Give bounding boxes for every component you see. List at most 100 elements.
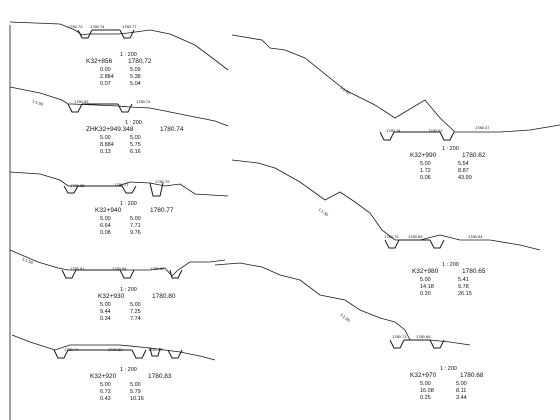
- ground-profile: [11, 334, 216, 361]
- value-a: 5.00: [100, 216, 111, 222]
- elevation-label: 1780.83: [108, 347, 123, 352]
- cross-section-7: 1:1.50 1780.72 1780.69 1780.54: [231, 159, 541, 251]
- value-b: 26.15: [458, 291, 472, 297]
- value-a: 0.07: [100, 81, 111, 87]
- value-b: 5.00: [456, 381, 467, 387]
- value-a: 9.44: [100, 309, 111, 315]
- road-surface: [63, 182, 164, 197]
- station-label: K32+970: [410, 372, 437, 379]
- value-a: 6.72: [100, 389, 111, 395]
- road-surface: [61, 269, 183, 279]
- value-b: 5.41: [458, 277, 469, 283]
- slope-label: 1:1.50: [339, 312, 351, 323]
- scale-label: 1 : 200: [120, 201, 137, 207]
- cross-section-1: 1780.72 1780.74 1780.77: [9, 21, 229, 71]
- value-a: 0.00: [100, 67, 111, 73]
- value-b: 5.38: [130, 74, 141, 80]
- station-label: K32+940: [95, 207, 122, 214]
- value-a: 14.18: [420, 284, 434, 290]
- ground-profile: [9, 249, 226, 277]
- ground-profile: [231, 34, 560, 133]
- scale-label: 1 : 200: [442, 146, 459, 152]
- cross-section-4: 1:1.50 1780.81 1780.84 1780.82: [9, 249, 226, 279]
- station-info-block: K32+970 1 : 200 1780.68 5.00 5.00 16.08 …: [410, 366, 484, 401]
- value-a: 5.00: [100, 135, 111, 141]
- value-a: 0.06: [420, 175, 431, 181]
- value-b: 3.44: [456, 395, 467, 401]
- elevation-label: 1780.72: [384, 234, 399, 239]
- ground-profile: [9, 21, 229, 71]
- elevation-label: 1780.77: [122, 24, 137, 29]
- design-elevation: 1780.83: [148, 373, 172, 380]
- elevation-label: 1780.74: [90, 24, 105, 29]
- value-a: 0.43: [100, 396, 111, 402]
- value-b: 8.87: [458, 168, 469, 174]
- design-elevation: 1780.80: [152, 293, 176, 300]
- station-label: K32+980: [412, 268, 439, 275]
- scale-label: 1 : 200: [120, 52, 137, 58]
- elevation-label: 1780.72: [68, 24, 83, 29]
- station-label: K32+990: [410, 152, 437, 159]
- elevation-label: 1780.82: [150, 266, 165, 271]
- design-elevation: 1780.68: [460, 372, 484, 379]
- value-b: 8.11: [456, 388, 466, 394]
- value-a: 1.72: [420, 168, 431, 174]
- value-a: 0.34: [100, 316, 111, 322]
- cross-section-8: 1:1.50 1780.73 1780.66: [214, 262, 471, 349]
- value-a: 6.64: [100, 223, 111, 229]
- value-a: 5.00: [100, 382, 111, 388]
- value-a: 0.20: [420, 291, 431, 297]
- slope-label: 1:1.50: [22, 256, 35, 265]
- value-b: 5.75: [130, 142, 141, 148]
- ground-profile: [214, 262, 471, 346]
- station-info-block: K32+930 1 : 200 1780.80 5.00 5.00 9.44 7…: [98, 287, 176, 322]
- cross-section-3: 1780.85 1780.77 1780.79: [9, 171, 229, 197]
- value-a: 8.884: [100, 142, 114, 148]
- value-a: 0.25: [420, 395, 431, 401]
- value-b: 5.04: [130, 81, 141, 87]
- value-a: 2.884: [100, 74, 114, 80]
- design-elevation: 1780.62: [462, 152, 486, 159]
- value-b: 6.16: [130, 149, 141, 155]
- value-b: 9.76: [130, 230, 141, 236]
- station-label: K32+930: [98, 293, 125, 300]
- elevation-label: 1780.47: [475, 125, 490, 130]
- road-surface: [53, 347, 183, 359]
- station-info-block: ZHK32+949.348 1 : 200 1780.74 5.00 5.00 …: [86, 120, 184, 155]
- value-b: 7.71: [130, 223, 141, 229]
- value-b: 5.00: [130, 382, 141, 388]
- design-elevation: 1780.74: [160, 126, 184, 133]
- elevation-label: 1780.54: [468, 234, 483, 239]
- station-info-block: K32+856 1 : 200 1780.72 0.00 5.09 2.884 …: [86, 52, 152, 87]
- scale-label: 1 : 200: [442, 262, 459, 268]
- elevation-label: 1780.83: [74, 99, 89, 104]
- elevation-label: 1780.79: [155, 179, 170, 184]
- slope-label: 1:1.50: [317, 207, 330, 218]
- elevation-label: 1780.84: [112, 266, 127, 271]
- elevation-label: 1780.77: [114, 182, 129, 187]
- value-a: 5.00: [100, 302, 111, 308]
- value-b: 7.74: [130, 316, 141, 322]
- value-b: 43.99: [458, 175, 472, 181]
- scale-label: 1 : 200: [120, 367, 137, 373]
- value-b: 9.78: [458, 284, 469, 290]
- station-label: K32+920: [90, 373, 117, 380]
- scale-label: 1 : 200: [125, 120, 142, 126]
- elevation-label: 1780.62: [428, 128, 443, 133]
- elevation-label: 1780.76: [148, 347, 163, 352]
- elevation-label: 1780.69: [408, 234, 423, 239]
- elevation-label: 1780.73: [392, 334, 407, 339]
- station-info-block: K32+920 1 : 200 1780.83 5.00 5.00 6.72 5…: [90, 367, 172, 402]
- value-b: 5.09: [130, 67, 141, 73]
- cross-section-2: 1:1.50 1780.83 1780.74: [9, 86, 229, 127]
- elevation-label: 1780.81: [70, 266, 85, 271]
- scale-label: 1 : 200: [120, 287, 137, 293]
- elevation-label: 1780.74: [386, 128, 401, 133]
- slope-label: 1:1.50: [339, 85, 351, 96]
- value-a: 0.08: [100, 230, 111, 236]
- station-info-block: K32+940 1 : 200 1780.77 5.00 5.00 6.64 7…: [95, 201, 174, 236]
- value-a: 0.13: [100, 149, 111, 155]
- cross-section-6: 1:1.50 1780.74 1780.62 1780.47: [231, 34, 560, 141]
- road-surface: [67, 103, 133, 113]
- station-info-block: K32+990 1 : 200 1780.62 5.00 5.54 1.72 8…: [410, 146, 486, 181]
